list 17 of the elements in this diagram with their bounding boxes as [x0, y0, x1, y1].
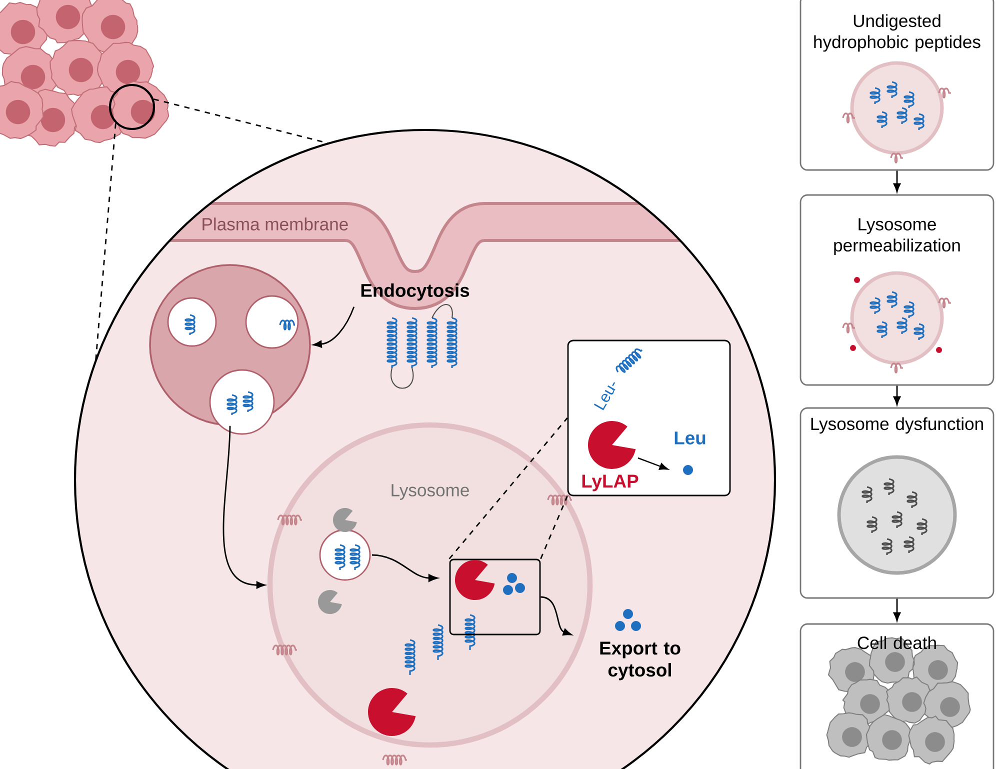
arrow: [222, 426, 266, 589]
stage-label: Lysosome permeabilization: [834, 218, 960, 256]
magnifier-circle: [108, 84, 156, 130]
dashed-line: [154, 98, 329, 144]
arrow: [893, 598, 901, 622]
arrow: [313, 306, 355, 348]
amino-acid-label: Leu: [674, 432, 706, 444]
process-label: Export to cytosol: [600, 642, 680, 680]
process-label: Endocytosis: [361, 283, 470, 301]
stage-label: Undigested hydrophobic peptides: [814, 14, 980, 52]
arrow: [893, 170, 901, 192]
stage-label: Cell death: [858, 636, 936, 650]
enzyme-label: LyLAP: [582, 474, 638, 492]
endosome-drawing: [149, 264, 311, 435]
stage-label: Lysosome dysfunction: [811, 417, 983, 434]
arrow: [893, 386, 901, 406]
membrane-label: Plasma membrane: [202, 218, 348, 230]
